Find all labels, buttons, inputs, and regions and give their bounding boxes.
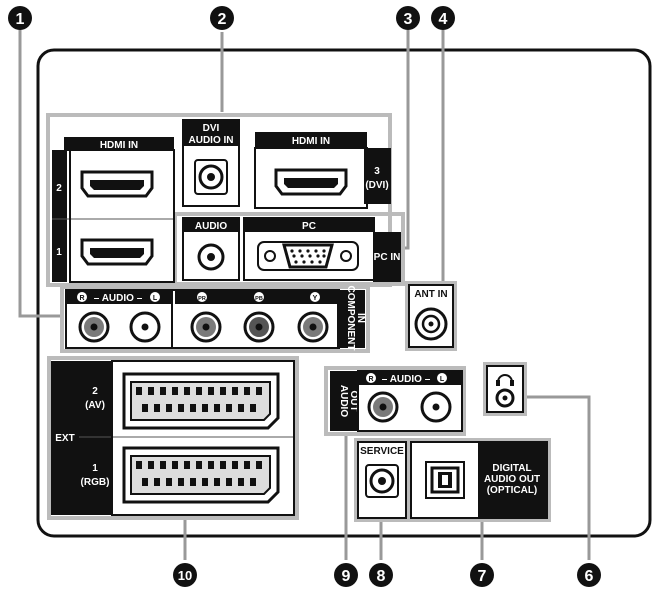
- pc-in-group: AUDIO PC PC IN: [182, 217, 401, 282]
- callout-1: 1: [8, 6, 32, 30]
- callout-2-number: 2: [218, 11, 227, 28]
- ant-in-group: ANT IN: [408, 284, 454, 348]
- dvi-audio-in-group: DVI AUDIO IN: [182, 119, 240, 207]
- ext-rgb-sub: (RGB): [81, 477, 110, 488]
- pc-audio-label: AUDIO: [195, 221, 227, 232]
- ext-scart-group: EXT 2 (AV) 1 (RGB): [51, 360, 295, 516]
- scart-port-rgb: [122, 446, 280, 504]
- rca-pb-port: [243, 311, 275, 343]
- callout-lines: [18, 28, 591, 560]
- callout-8: 8: [369, 563, 393, 587]
- callout-9: 9: [334, 563, 358, 587]
- component-y-label: Y: [313, 295, 318, 302]
- hdmi-port-2-label: 2: [56, 183, 62, 194]
- callout-4: 4: [431, 6, 455, 30]
- service-group: SERVICE: [357, 441, 407, 519]
- callout-9-number: 9: [342, 568, 351, 585]
- component-in-label1: COMPONENT: [345, 286, 356, 351]
- component-in-label2: IN: [355, 313, 366, 323]
- dvi-audio-line1: DVI: [203, 123, 220, 134]
- hdmi3-title: HDMI IN: [292, 136, 330, 147]
- component-l-label: L: [153, 295, 158, 302]
- callout-1-number: 1: [16, 11, 25, 28]
- ext-av-sub: (AV): [85, 400, 105, 411]
- scart-port-av: [122, 372, 280, 430]
- ext-rgb-num: 1: [92, 463, 98, 474]
- pc-label: PC: [302, 221, 316, 232]
- hdmi-in-3-group: HDMI IN 3 (DVI): [254, 132, 391, 209]
- audio-out-group: AUDIO OUT R – AUDIO – L: [330, 370, 463, 432]
- callout-7-number: 7: [478, 568, 487, 585]
- audio-out-label1: AUDIO: [338, 385, 349, 417]
- ext-label: EXT: [55, 433, 74, 444]
- component-audio-label: – AUDIO –: [94, 293, 143, 304]
- hdmi-port-3: [274, 168, 348, 196]
- audio-out-l-label: L: [440, 376, 445, 383]
- callout-10: 10: [173, 563, 197, 587]
- audio-out-label2: OUT: [348, 390, 359, 411]
- callout-3: 3: [396, 6, 420, 30]
- callout-6-number: 6: [585, 568, 594, 585]
- hdmi3-num: 3: [374, 166, 380, 177]
- optical-line1: DIGITAL: [492, 463, 531, 474]
- component-pr-label: PR: [198, 296, 206, 302]
- hdmi3-sub: (DVI): [365, 180, 388, 191]
- hdmi-port-2: [80, 170, 154, 198]
- audio-out-audio-label: – AUDIO –: [382, 374, 431, 385]
- callout-4-number: 4: [439, 11, 448, 28]
- rca-pr-port: [190, 311, 222, 343]
- callout-2: 2: [210, 6, 234, 30]
- callout-8-number: 8: [377, 568, 386, 585]
- component-in-group: R – AUDIO – L PR PB Y COMPONENT IN: [65, 286, 366, 351]
- pc-in-label: PC IN: [374, 252, 401, 263]
- callout-10-number: 10: [178, 568, 192, 583]
- callout-7: 7: [470, 563, 494, 587]
- hdmi-port-1-label: 1: [56, 247, 62, 258]
- optical-line2: AUDIO OUT: [484, 474, 540, 485]
- hdmi-port-1: [80, 238, 154, 266]
- rca-audio-r-port: [78, 311, 110, 343]
- headphone-icon: [496, 374, 514, 386]
- component-pb-label: PB: [255, 296, 263, 302]
- headphone-group: [486, 365, 524, 413]
- service-label: SERVICE: [360, 446, 404, 457]
- dvi-audio-line2: AUDIO IN: [189, 135, 234, 146]
- optical-port: [425, 461, 465, 499]
- optical-line3: (OPTICAL): [487, 485, 538, 496]
- callout-6: 6: [577, 563, 601, 587]
- audio-out-r-label: R: [368, 376, 373, 383]
- audio-out-l-port: [420, 391, 452, 423]
- rca-audio-l-port: [129, 311, 161, 343]
- component-r-label: R: [79, 295, 84, 302]
- optical-out-group: DIGITAL AUDIO OUT (OPTICAL): [410, 441, 548, 519]
- vga-port: [257, 241, 359, 271]
- ext-av-num: 2: [92, 386, 98, 397]
- hdmi-left-title: HDMI IN: [100, 140, 138, 151]
- ant-in-label: ANT IN: [414, 289, 447, 300]
- audio-out-r-port: [367, 391, 399, 423]
- hdmi-in-left-group: HDMI IN 2 1: [52, 137, 175, 283]
- rca-y-port: [297, 311, 329, 343]
- callout-3-number: 3: [404, 11, 413, 28]
